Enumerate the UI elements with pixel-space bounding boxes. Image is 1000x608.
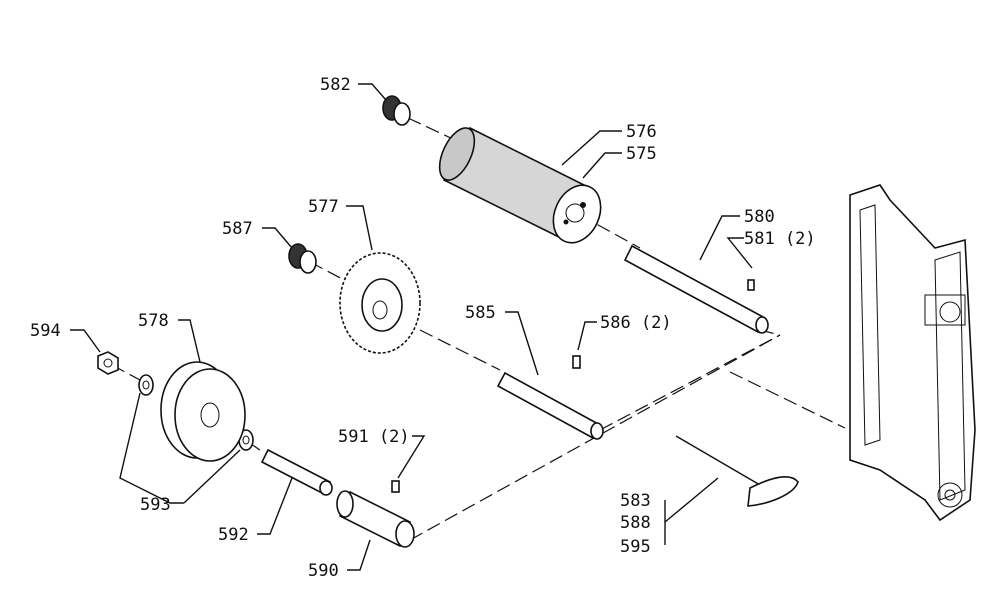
label-582: 582 bbox=[320, 75, 351, 95]
label-580: 580 bbox=[744, 207, 775, 227]
label-595: 595 bbox=[620, 537, 651, 557]
hex-key-wrench bbox=[675, 435, 799, 507]
label-590: 590 bbox=[308, 561, 339, 581]
shaft-585 bbox=[496, 355, 604, 440]
label-583: 583 bbox=[620, 491, 651, 511]
label-586: 586 (2) bbox=[600, 313, 672, 333]
nut-587 bbox=[288, 243, 317, 274]
washers-593 bbox=[138, 374, 254, 451]
label-577: 577 bbox=[308, 197, 339, 217]
nut-582 bbox=[382, 95, 411, 126]
label-585: 585 bbox=[465, 303, 496, 323]
label-594: 594 bbox=[30, 321, 61, 341]
sanding-drum-576 bbox=[438, 126, 602, 244]
label-581: 581 (2) bbox=[744, 229, 816, 249]
label-588: 588 bbox=[620, 513, 651, 533]
machine-frame bbox=[849, 184, 976, 522]
sleeve-590 bbox=[336, 480, 415, 548]
label-587: 587 bbox=[222, 219, 253, 239]
label-591: 591 (2) bbox=[338, 427, 410, 447]
flap-wheel-577 bbox=[339, 252, 421, 354]
shaft-592 bbox=[260, 448, 333, 496]
label-575: 575 bbox=[626, 144, 657, 164]
hex-nut-594 bbox=[97, 351, 119, 375]
label-578: 578 bbox=[138, 311, 169, 331]
part-labels: 582 576 575 577 587 580 581 (2) 585 586 … bbox=[30, 75, 816, 581]
label-592: 592 bbox=[218, 525, 249, 545]
leader-lines bbox=[70, 83, 753, 571]
label-576: 576 bbox=[626, 122, 657, 142]
label-593: 593 bbox=[140, 495, 171, 515]
pulley-578 bbox=[160, 361, 246, 462]
shaft-580 bbox=[623, 244, 769, 334]
